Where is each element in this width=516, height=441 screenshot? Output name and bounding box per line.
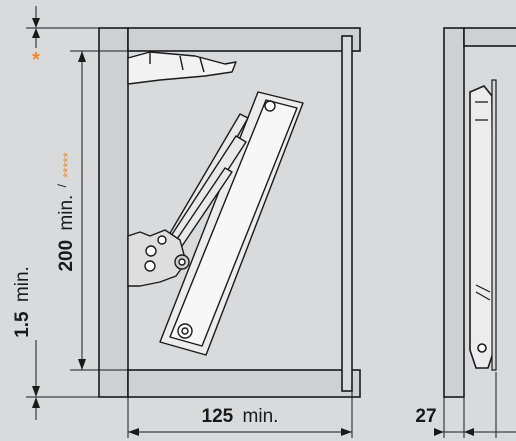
depth-label: 27	[415, 406, 436, 427]
side-view-panel	[443, 27, 465, 398]
top-clearance-note: *	[32, 49, 40, 71]
arm-pivot-top	[264, 100, 276, 112]
arrow-1-5-down	[32, 386, 40, 397]
side-view	[443, 27, 516, 398]
arrow-top-down	[32, 18, 40, 28]
side-label: 1.5 min.	[12, 266, 33, 338]
arrow-125-left	[128, 428, 139, 436]
arrow-top-up	[32, 28, 40, 38]
front-view	[98, 27, 361, 398]
side-value: 1.5	[12, 311, 33, 338]
height-unit: min.	[56, 195, 77, 231]
width-unit: min.	[243, 406, 279, 427]
left-side-panel	[98, 27, 129, 398]
arrow-27-right	[464, 428, 474, 436]
arrow-200-up	[78, 51, 86, 62]
door-front	[341, 35, 353, 392]
top-panel	[127, 27, 361, 52]
arrow-200-down	[78, 359, 86, 370]
side-view-top	[463, 27, 516, 47]
dimension-lines	[26, 6, 516, 438]
width-label: 125 min.	[202, 406, 279, 427]
dimension-arrows	[32, 18, 474, 436]
side-unit: min.	[12, 266, 33, 302]
height-label: 200 min. / *****	[50, 152, 77, 271]
svg-text:200 min. / *: 200 min. / *****	[50, 152, 77, 271]
bottom-panel	[127, 369, 361, 398]
arrow-125-right	[341, 428, 352, 436]
height-note: *****	[60, 152, 75, 177]
lift-mechanism	[127, 51, 304, 356]
width-value: 125	[202, 406, 234, 427]
arrow-27-left	[434, 428, 444, 436]
svg-text:1.5 min.: 1.5 min.	[12, 266, 33, 338]
side-fitting	[469, 85, 495, 369]
height-note-separator: /	[55, 183, 69, 187]
height-value: 200	[56, 240, 77, 272]
arrow-1-5-up	[32, 397, 40, 408]
side-door	[491, 79, 497, 371]
